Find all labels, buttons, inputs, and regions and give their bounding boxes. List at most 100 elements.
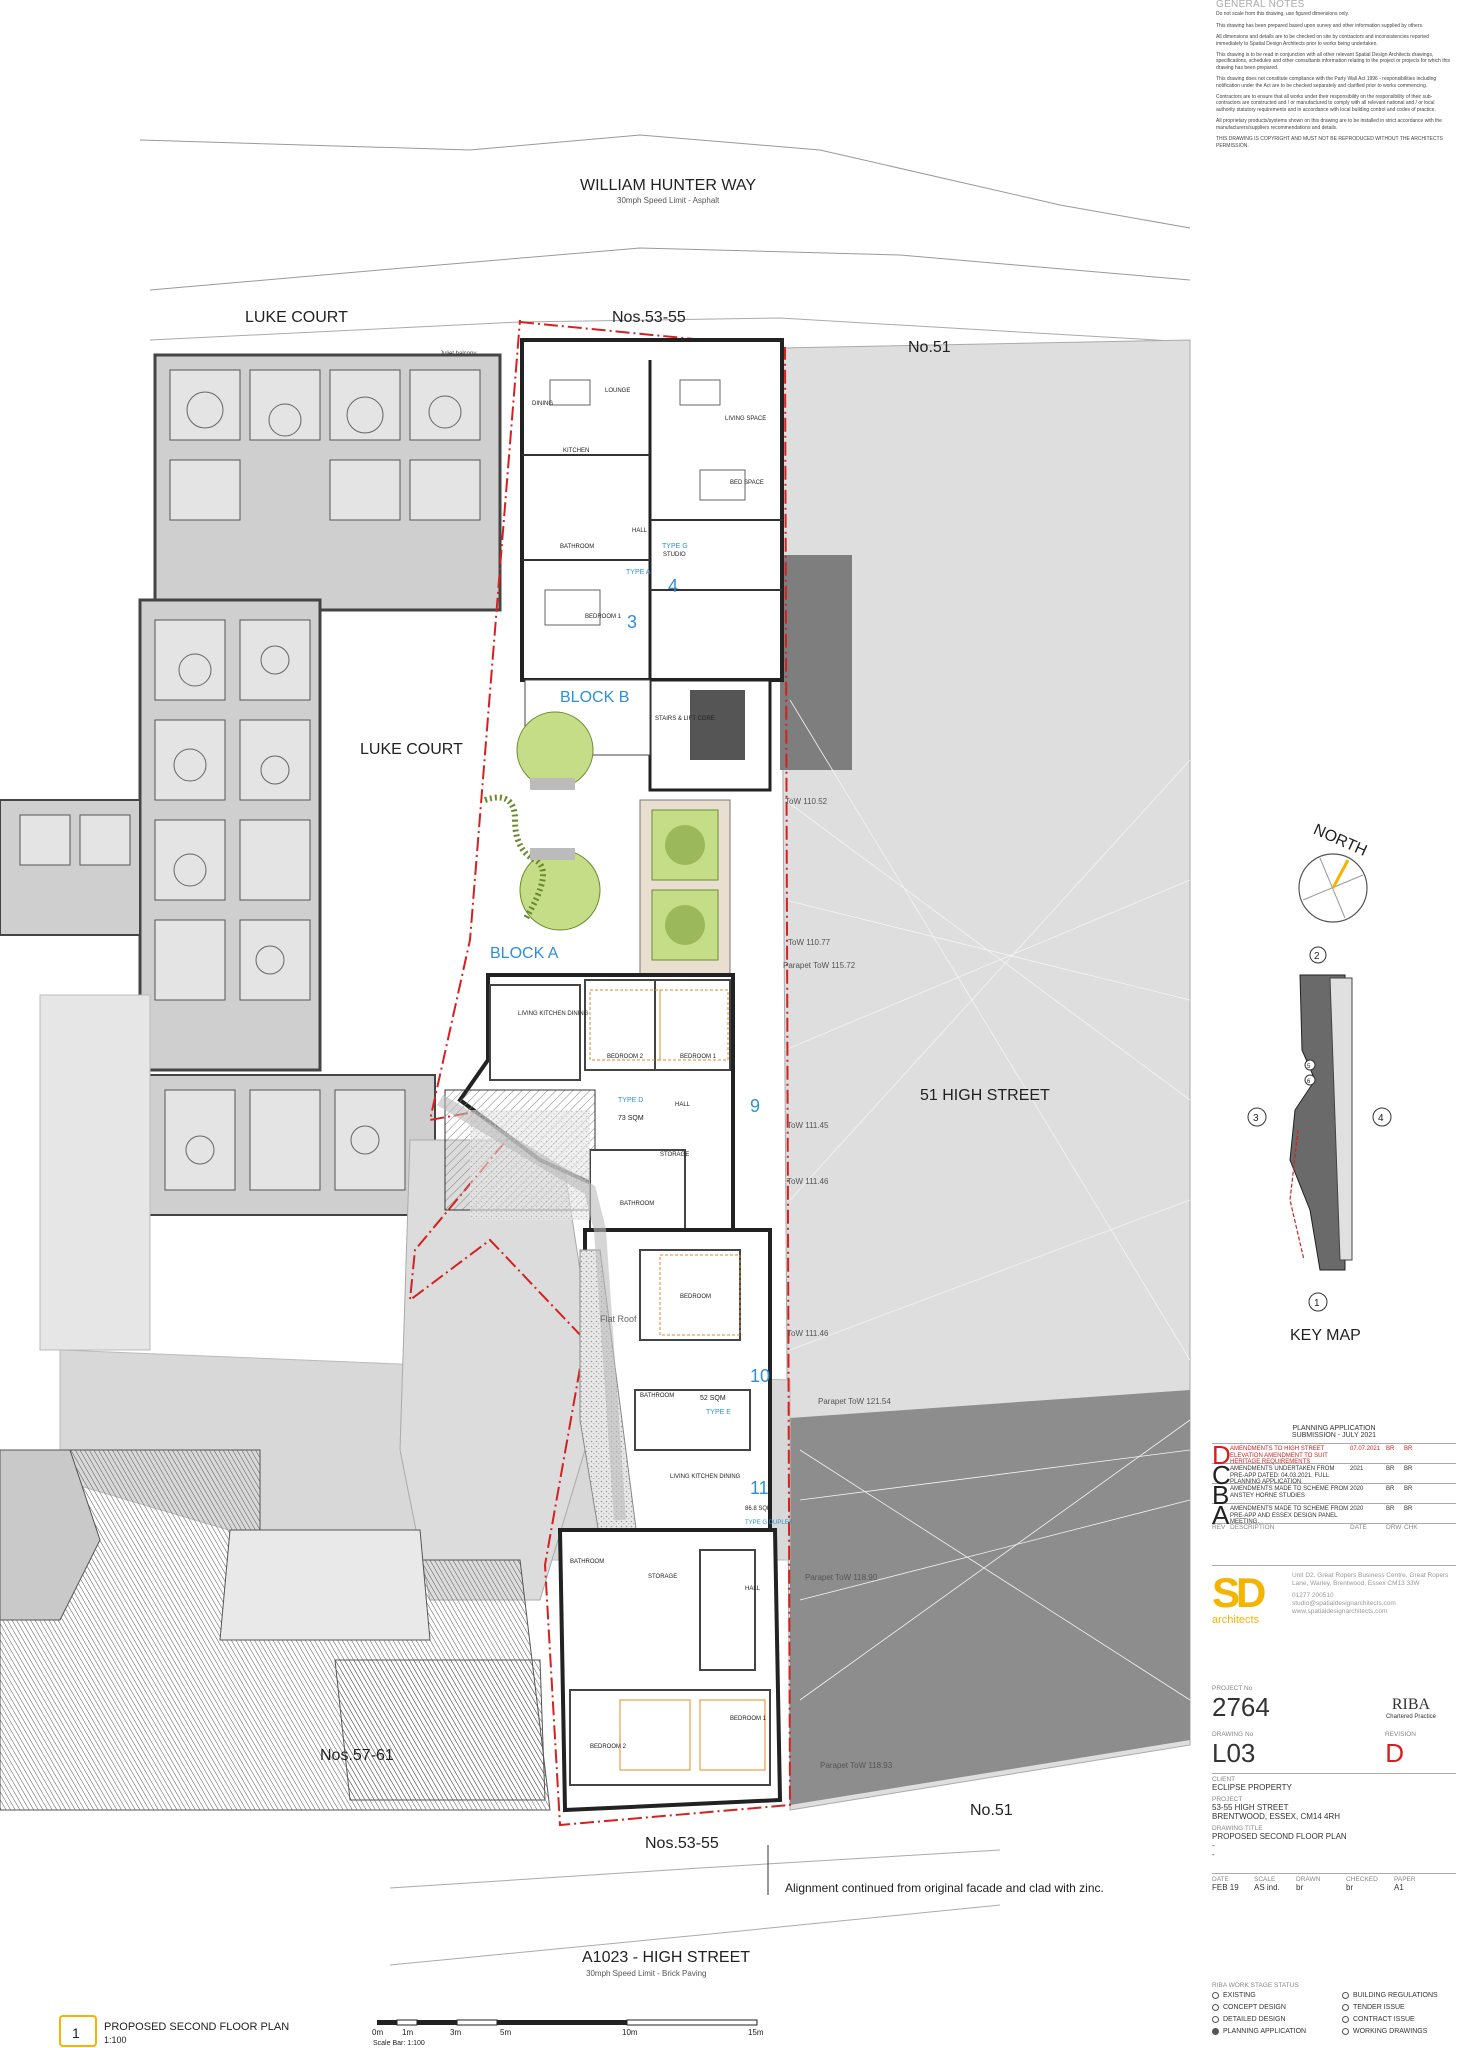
stage-working-drawings: WORKING DRAWINGS [1342,2025,1438,2037]
room-bathroom-3: BATHROOM [560,544,594,550]
key-marker-6: 6 [1307,1079,1311,1085]
stage-dot-icon [1212,1991,1219,1999]
unit-number-4: 4 [668,576,678,596]
project-no: 2764 [1212,1692,1270,1722]
room-bedroom-10: BEDROOM [680,1294,711,1300]
room-hall-3: HALL [632,528,648,534]
general-notes-heading: GENERAL NOTES [1216,0,1305,10]
room-storage-lower: STORAGE [648,1574,677,1580]
label-nos-57-61: Nos.57-61 [320,1747,394,1764]
label-nos-53-55-top: Nos.53-55 [612,309,686,326]
revision-desc: AMENDMENTS UNDERTAKEN FROM PRE-APP DATED… [1230,1466,1335,1485]
room-kitchen-11: LIVING KITCHEN DINING [670,1474,741,1480]
work-stage-status: RIBA WORK STAGE STATUS EXISTING CONCEPT … [1212,1982,1456,2037]
revision-date: 2020 [1350,1486,1364,1492]
room-bedroom2-lower: BEDROOM 2 [590,1744,627,1750]
unit-type-g-duplex: TYPE G DUPLEX [745,1520,793,1526]
revision-chk: BR [1404,1466,1413,1472]
revision-letter: B [1212,1480,1230,1510]
paper-label: PAPER [1394,1876,1416,1883]
tow-label-6: ToW 111.46 [787,1329,829,1338]
header-drw: DRW [1386,1524,1402,1531]
room-storage-9: STORAGE [660,1152,689,1158]
revision-date: 2020 [1350,1506,1364,1512]
label-flat-roof: Flat Roof [600,1314,637,1324]
stage-building-regs: BUILDING REGULATIONS [1342,1989,1438,2001]
revision-table: PLANNING APPLICATION SUBMISSION - JULY 2… [1212,1425,1456,1534]
practice-block: SD architects Unit D2, Great Ropers Busi… [1212,1565,1456,1661]
stage-tender: TENDER ISSUE [1342,2001,1438,2013]
stage-label: CONCEPT DESIGN [1223,2003,1286,2011]
project-label: PROJECT [1212,1796,1243,1803]
scale-bar-label: Scale Bar: 1:100 [373,2040,425,2047]
revision-row-a: A AMENDMENTS MADE TO SCHEME FROM PRE-APP… [1212,1500,1456,1530]
key-plan [1247,946,1392,1312]
header-rev: REV [1212,1524,1226,1531]
unit-type-a: TYPE A [626,569,651,576]
label-juliet-balcony: Juliet balcony [440,351,476,357]
general-note: This drawing has been prepared based upo… [1216,22,1424,29]
stage-label: EXISTING [1223,1991,1256,1999]
room-living-kitchen-dining: LIVING KITCHEN DINING [518,1011,589,1017]
label-block-a: BLOCK A [490,945,559,962]
room-studio: STUDIO [663,552,686,558]
neighbour-51-high-street [779,339,1191,1811]
tow-label-9: Parapet ToW 118.93 [820,1761,893,1770]
revision-date: 07.07.2021 [1350,1446,1381,1452]
stage-dot-icon [1212,2015,1219,2023]
practice-web: www.spatialdesignarchitects.com [1292,1608,1388,1615]
unit-type-e-area: 52 SQM [700,1395,726,1402]
room-dining: DINING [532,401,553,407]
general-note: THIS DRAWING IS COPYRIGHT AND MUST NOT B… [1216,136,1443,149]
block-a [444,973,783,1813]
logo-mark: SD [1212,1569,1266,1616]
stage-existing: EXISTING [1212,1989,1342,2001]
project-no-label: PROJECT No [1212,1685,1253,1692]
drawing-ref-scale: 1:100 [104,2035,127,2045]
site-boundary [408,319,792,1827]
stage-label: BUILDING REGULATIONS [1353,1991,1438,1999]
drawing-no: L03 [1212,1738,1256,1768]
header-chk: CHK [1404,1524,1418,1531]
work-stage-heading: RIBA WORK STAGE STATUS [1212,1982,1299,1989]
tow-label-7: Parapet ToW 121.54 [818,1397,891,1406]
revision-letter: A [1212,1500,1230,1530]
revision-value: D [1385,1738,1404,1768]
scale-tick-15: 15m [748,2028,764,2037]
label-no-51-top: No.51 [908,339,951,356]
drawing-title-label: DRAWING TITLE [1212,1825,1263,1832]
date-label: DATE [1212,1876,1229,1883]
drawing-title: PROPOSED SECOND FLOOR PLAN [1212,1832,1347,1841]
unit-number-9: 9 [750,1096,760,1116]
revision-drn: BR [1386,1466,1395,1472]
revision-desc: AMENDMENTS TO HIGH STREET ELEVATION AMEN… [1230,1446,1328,1465]
label-block-b: BLOCK B [560,689,629,706]
key-marker-4: 4 [1378,1113,1384,1124]
key-marker-1: 1 [1314,1298,1320,1309]
luke-court-building [0,353,502,1216]
unit-type-g-area: 86.8 SQM [745,1506,772,1512]
general-note: Do not scale from this drawing, use figu… [1216,11,1350,18]
stage-label: DETAILED DESIGN [1223,2015,1286,2023]
room-bathroom-9: BATHROOM [620,1201,654,1207]
status-line-2: SUBMISSION - JULY 2021 [1291,1432,1377,1439]
header-desc: DESCRIPTION [1230,1524,1275,1531]
stage-concept: CONCEPT DESIGN [1212,2001,1342,2013]
unit-type-g: TYPE G [662,543,688,550]
revision-row-b: B AMENDMENTS MADE TO SCHEME FROM ANSTEY … [1212,1480,1456,1510]
room-bedroom2-9: BEDROOM 2 [607,1054,644,1060]
room-stairs: STAIRS & LIFT CORE [655,716,715,722]
label-nos-53-55-bottom: Nos.53-55 [645,1835,719,1852]
tow-label-8: Parapet ToW 118.90 [805,1573,878,1582]
drawing-title-dash-1: - [1212,1841,1215,1850]
room-kitchen: KITCHEN [563,448,589,454]
revision-letter: C [1212,1460,1231,1490]
room-living-space: LIVING SPACE [725,416,766,422]
unit-type-e: TYPE E [706,1409,731,1416]
project-line-2: BRENTWOOD, ESSEX, CM14 4RH [1212,1812,1341,1821]
revision-drn: BR [1386,1486,1395,1492]
stage-label: CONTRACT ISSUE [1353,2015,1415,2023]
room-bedroom1-9: BEDROOM 1 [680,1054,717,1060]
stage-planning: PLANNING APPLICATION [1212,2025,1342,2037]
